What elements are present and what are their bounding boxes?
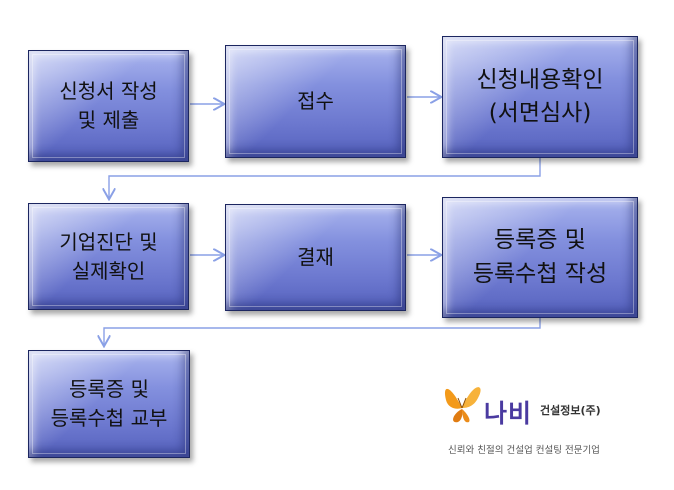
step-box-6: 등록증 및 등록수첩 작성 [442,197,638,318]
butterfly-icon [444,387,481,423]
step-5-line-1: 결재 [297,245,334,269]
company-logo: 나비 건설정보(주) 신뢰와 친절의 건설업 컨설팅 전문기업 [440,378,640,458]
step-6-line-2: 등록수첩 작성 [472,260,608,287]
step-7-line-1: 등록증 및 [69,377,149,401]
arrow-3-4 [109,158,541,198]
step-7-line-2: 등록수첩 교부 [50,406,168,430]
logo-name: 나비 [484,399,533,428]
step-box-3: 신청내용확인 (서면심사) [442,36,638,158]
step-4-line-1: 기업진단 및 [59,229,158,254]
step-1-line-1: 신청서 작성 [59,79,158,103]
step-4-line-2: 실제확인 [71,258,146,283]
logo-subtitle: 건설정보(주) [540,404,601,417]
step-box-2: 접수 [225,45,406,158]
step-box-1: 신청서 작성 및 제출 [28,50,189,162]
arrow-6-7 [104,318,541,345]
step-6-line-1: 등록증 및 [494,227,586,254]
step-3-line-2: (서면심사) [488,100,592,126]
step-3-line-1: 신청내용확인 [476,66,604,93]
logo-tagline: 신뢰와 친절의 건설업 컨설팅 전문기업 [448,445,600,456]
step-2-line-1: 접수 [297,89,334,113]
step-box-4: 기업진단 및 실제확인 [28,203,189,310]
step-1-line-2: 및 제출 [77,108,140,132]
step-box-7: 등록증 및 등록수첩 교부 [28,350,190,458]
step-box-5: 결재 [225,204,406,311]
